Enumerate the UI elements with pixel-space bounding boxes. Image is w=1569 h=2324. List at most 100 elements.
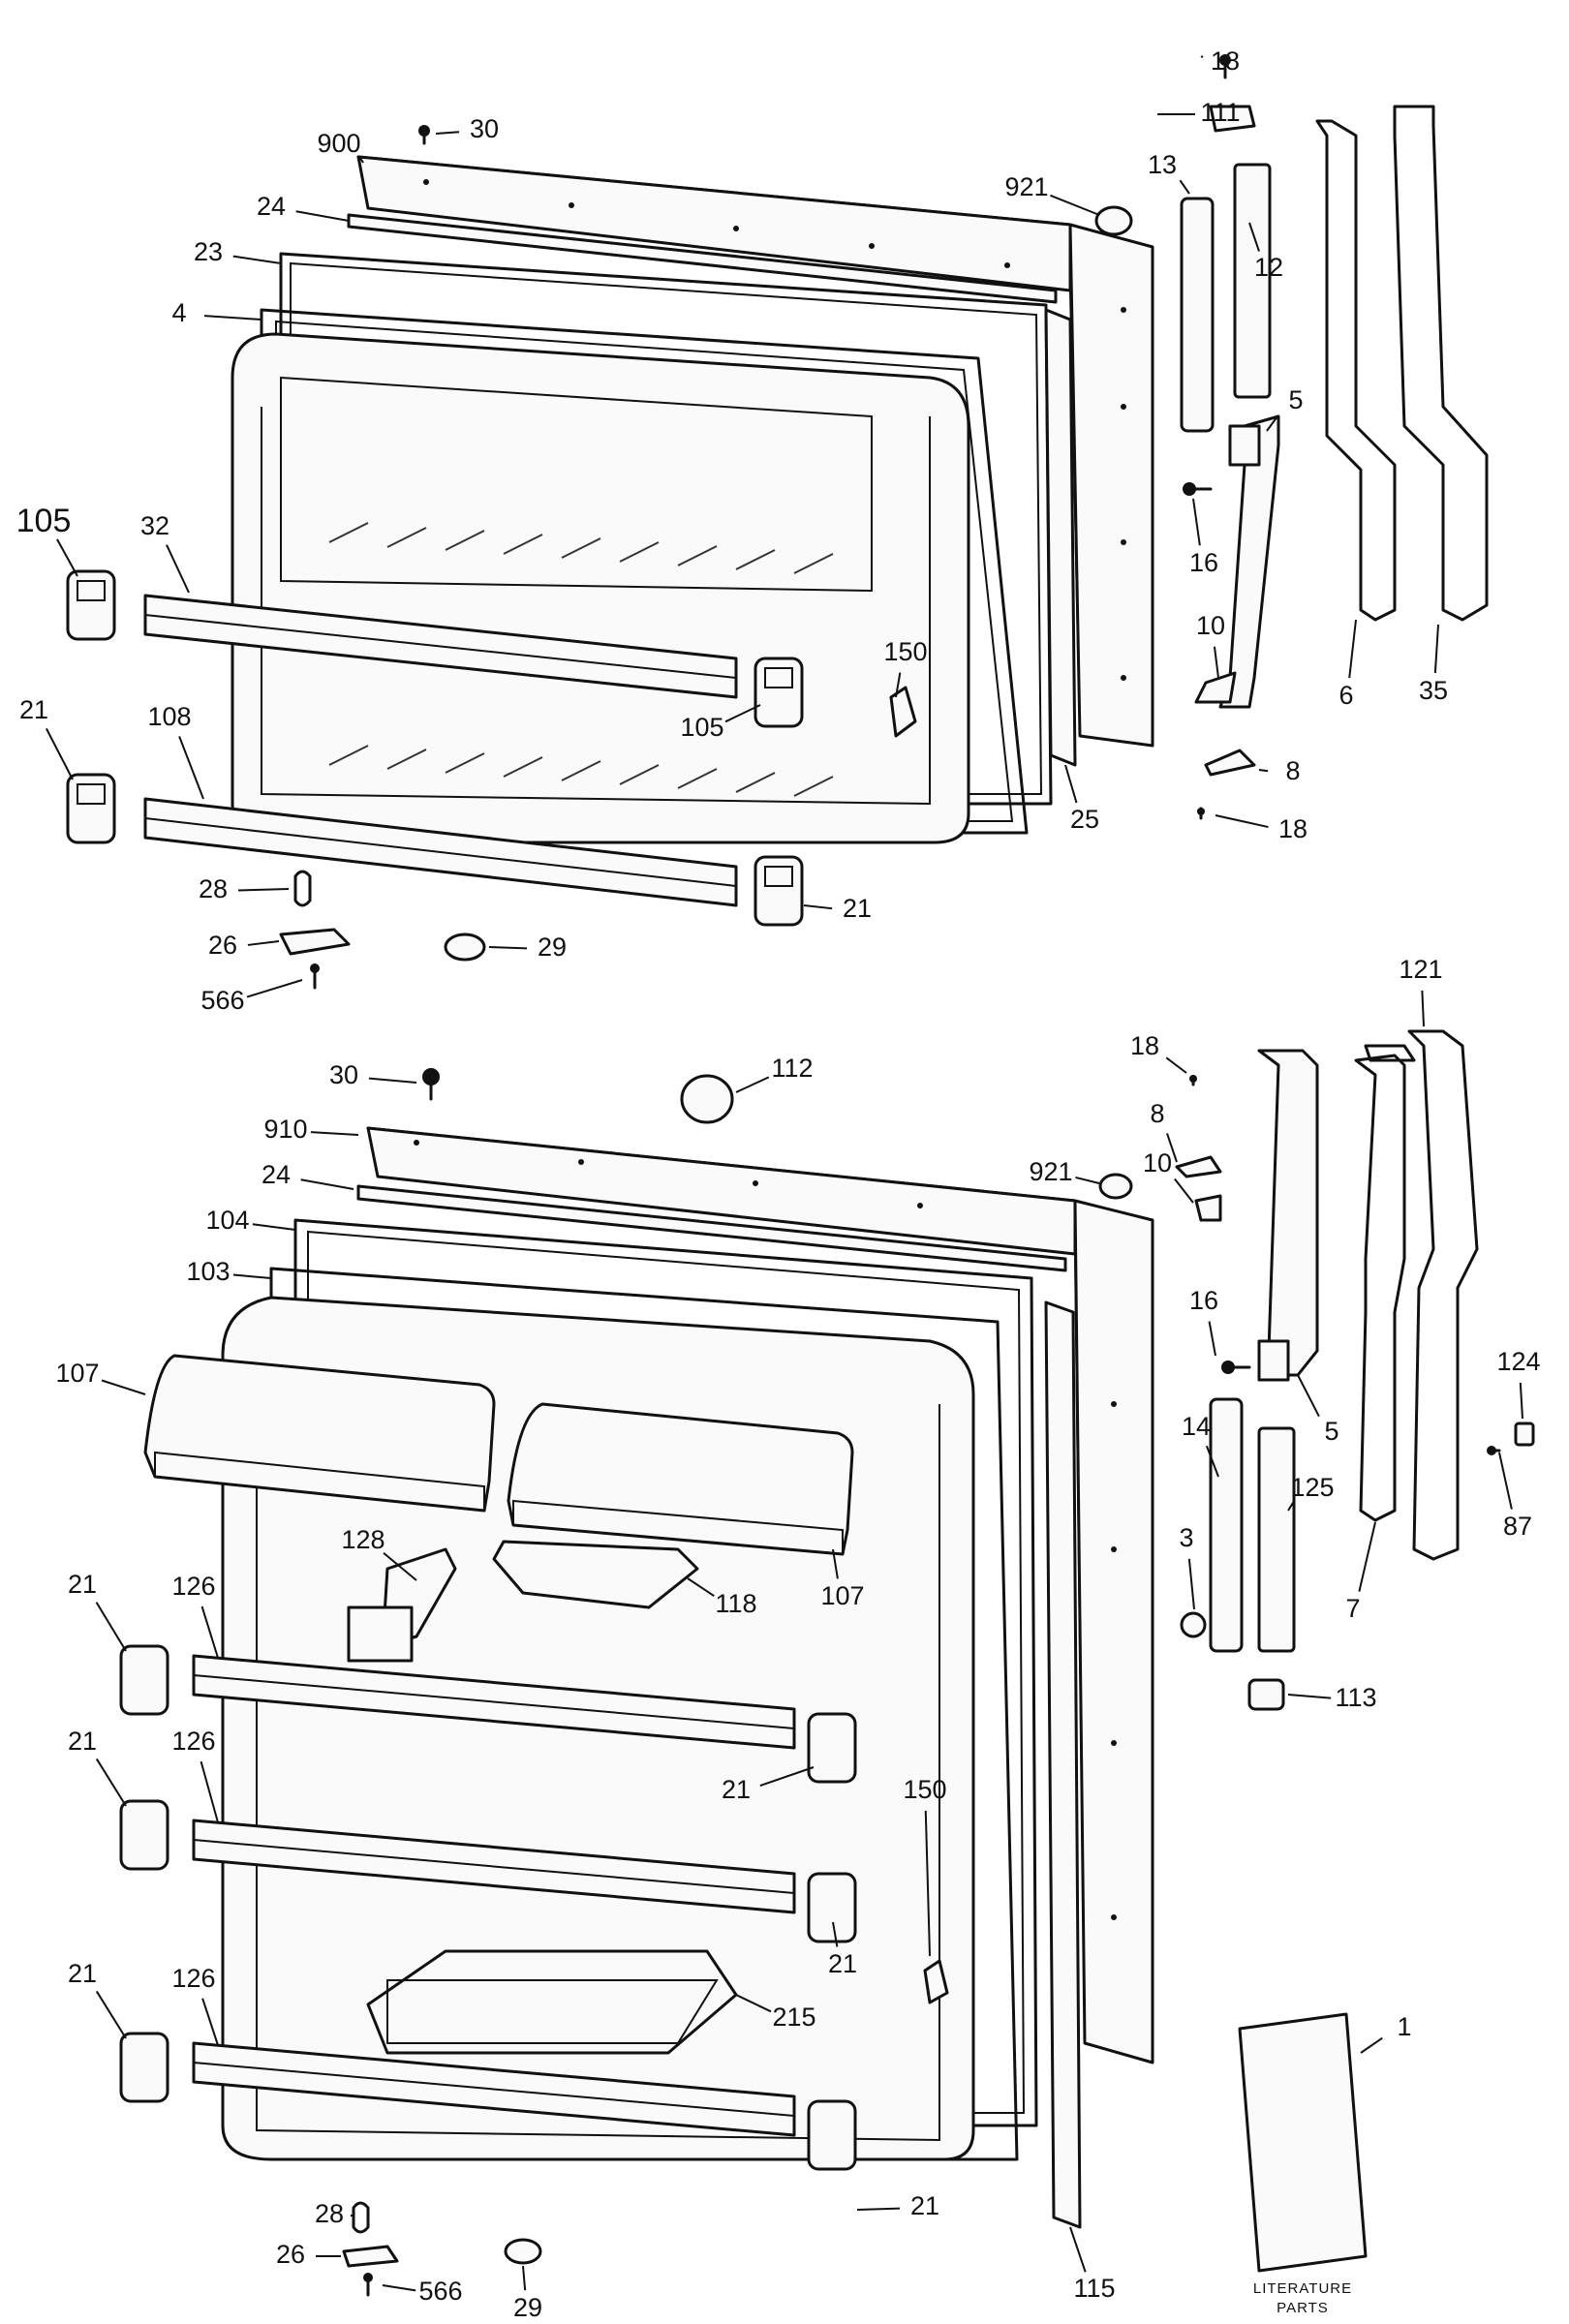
- leader-line: [101, 1379, 146, 1395]
- trim-strip-24: [347, 213, 1058, 304]
- leader-line: [295, 210, 350, 222]
- part-callout-8: 8: [1285, 756, 1300, 785]
- leader-line: [95, 1602, 127, 1652]
- leader-line: [687, 1577, 715, 1598]
- leader-line: [1187, 1558, 1195, 1610]
- leader-line: [46, 727, 74, 780]
- part-callout-107: 107: [820, 1581, 864, 1610]
- leader-line: [1050, 194, 1100, 216]
- part-callout-32: 32: [140, 511, 169, 540]
- leader-line: [232, 1273, 272, 1279]
- end-cap-105-left: [66, 569, 116, 641]
- leader-line: [1166, 1133, 1178, 1163]
- freezer-door-assembly: [66, 54, 1489, 990]
- part-callout-26: 26: [276, 2240, 305, 2269]
- leader-line: [1266, 414, 1279, 432]
- part-callout-28: 28: [199, 874, 228, 903]
- door-liner-tub: [231, 332, 970, 844]
- end-cap-21-left: [66, 773, 116, 844]
- part-callout-21: 21: [722, 1775, 751, 1804]
- leader-line: [895, 672, 902, 698]
- leader-line: [1075, 1176, 1100, 1184]
- part-callout-150: 150: [903, 1775, 946, 1804]
- literature-booklet: LITERATURE PARTS: [1238, 2012, 1368, 2316]
- part-callout-29: 29: [513, 2293, 542, 2322]
- part-callout-5: 5: [1324, 1417, 1338, 1446]
- leader-line: [368, 1077, 417, 1084]
- part-callout-124: 124: [1496, 1347, 1540, 1376]
- hinge-hardware-lower: [422, 1029, 1535, 2004]
- leader-line: [95, 1990, 127, 2039]
- shelf-bar-126-a: [192, 1654, 796, 1750]
- part-callout-24: 24: [257, 192, 286, 221]
- screw-holes: [423, 179, 1126, 681]
- leader-line: [435, 131, 460, 135]
- leader-line: [1174, 1177, 1194, 1204]
- part-callout-23: 23: [194, 237, 223, 266]
- part-callout-18: 18: [1211, 46, 1240, 76]
- leader-line: [1433, 624, 1439, 674]
- leader-line: [358, 156, 364, 164]
- leader-line: [201, 1998, 219, 2046]
- leader-line: [1421, 990, 1425, 1027]
- leader-line: [310, 1131, 359, 1136]
- leader-line: [1519, 1382, 1523, 1420]
- leader-line: [735, 1994, 772, 2013]
- leader-line: [383, 1551, 417, 1581]
- leader-line: [246, 979, 303, 998]
- part-callout-112: 112: [771, 1054, 813, 1083]
- leader-line: [56, 538, 78, 577]
- part-callout-121: 121: [1399, 955, 1442, 984]
- part-callout-566: 566: [200, 986, 244, 1015]
- part-callout-1: 1: [1397, 2012, 1411, 2041]
- breaker-strip-25: [1044, 308, 1077, 767]
- leader-line: [856, 2207, 901, 2211]
- leader-line: [1213, 646, 1219, 679]
- part-callout-16: 16: [1189, 1286, 1218, 1315]
- part-callout-115: 115: [1073, 2274, 1115, 2303]
- leader-line: [735, 1076, 770, 1093]
- leader-line: [832, 1548, 839, 1579]
- part-callout-3: 3: [1179, 1523, 1193, 1552]
- part-callout-111: 111: [1200, 98, 1240, 127]
- part-callout-8: 8: [1150, 1099, 1164, 1128]
- part-callout-150: 150: [883, 637, 927, 666]
- part-callout-87: 87: [1503, 1512, 1532, 1541]
- part-callout-30: 30: [329, 1060, 358, 1089]
- part-callout-12: 12: [1254, 253, 1283, 282]
- part-callout-18: 18: [1278, 814, 1308, 843]
- part-callout-566: 566: [418, 2277, 462, 2306]
- leader-line: [1069, 2226, 1087, 2273]
- part-callout-113: 113: [1335, 1683, 1376, 1712]
- part-callout-35: 35: [1419, 676, 1448, 705]
- leader-line: [1200, 55, 1204, 59]
- shelf-bar-126-c: [192, 2041, 796, 2137]
- part-callout-6: 6: [1338, 681, 1353, 710]
- leader-line: [832, 1921, 839, 1947]
- part-callout-900: 900: [317, 129, 360, 158]
- end-cap-105-right: [754, 657, 804, 728]
- part-callout-21: 21: [68, 1959, 97, 1988]
- leader-line: [1348, 619, 1357, 679]
- leader-line: [1297, 1374, 1320, 1418]
- leader-line: [203, 315, 262, 321]
- leader-line: [300, 1178, 354, 1190]
- tray-118: [492, 1540, 699, 1609]
- part-callout-126: 126: [171, 1964, 215, 1993]
- bin-215: [366, 1949, 738, 2055]
- leader-line: [1192, 498, 1201, 546]
- leader-line: [1287, 1501, 1295, 1512]
- part-callout-16: 16: [1189, 548, 1218, 577]
- part-callout-4: 4: [171, 298, 186, 327]
- breaker-strip-115: [1044, 1300, 1082, 2229]
- leader-line: [1179, 179, 1190, 195]
- fresh-food-door-assembly: LITERATURE PARTS: [119, 1029, 1535, 2316]
- end-caps-lower: [119, 1644, 857, 2171]
- small-hardware-upper: [279, 125, 486, 990]
- small-hardware-lower: [342, 2201, 542, 2297]
- part-callout-21: 21: [68, 1727, 97, 1756]
- leader-line: [1287, 1694, 1332, 1699]
- leader-line: [1358, 1521, 1376, 1592]
- leader-line: [1205, 1445, 1219, 1478]
- hinge-hardware-upper: [889, 54, 1489, 820]
